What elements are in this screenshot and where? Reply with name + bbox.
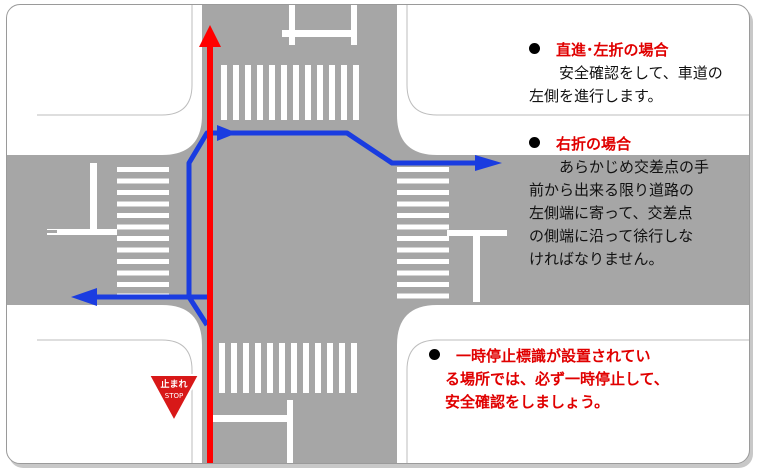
crosswalk-stripe — [397, 224, 449, 230]
crosswalk-stripe — [397, 178, 449, 184]
stop-sign-latin: STOP — [165, 392, 183, 400]
crosswalk-stripe — [219, 343, 225, 393]
crosswalk-stripe — [279, 343, 285, 393]
note-straight-left: 直進･左折の場合 安全確認をして、車道の 左側を進行します。 — [529, 39, 723, 108]
bullet-icon — [429, 349, 440, 360]
note-right-turn-line5: ければなりません。 — [529, 250, 664, 268]
crosswalk-stripe — [117, 224, 169, 230]
crosswalk-stripe — [327, 343, 333, 393]
note-stop-sign: 一時停止標識が設置されてい る場所では、必ず一時停止して、 安全確認をしましょう… — [429, 345, 669, 414]
stop-line-north — [282, 30, 357, 37]
crosswalk-stripe — [117, 247, 169, 253]
crosswalk-stripe — [397, 293, 449, 299]
crosswalk-stripe — [315, 343, 321, 393]
intersection-diagram: 止まれ STOP — [7, 5, 749, 463]
crosswalk-stripe — [397, 259, 449, 264]
stop-line-east — [473, 230, 480, 302]
crosswalk-stripe — [397, 270, 449, 276]
crosswalk-stripe — [397, 167, 449, 172]
note-stop-line1: 一時停止標識が設置されてい — [456, 347, 651, 365]
crosswalk-stripe — [117, 270, 169, 276]
crosswalk-stripe — [341, 65, 347, 120]
crosswalk-stripe — [303, 343, 309, 393]
crosswalk-stripe — [291, 343, 297, 393]
left-turn-arrowhead — [71, 288, 97, 306]
diagram-frame: 止まれ STOP 直進･左折の場合 安全確認をして、車道の 左側を進行します。 … — [6, 4, 750, 464]
crosswalk-stripe — [245, 65, 251, 120]
stop-sign-kanji: 止まれ — [160, 378, 187, 390]
crosswalk-stripe — [255, 343, 261, 393]
crosswalk-stripe — [221, 65, 227, 120]
note-stop-line2: る場所では、必ず一時停止して、 — [445, 370, 669, 388]
crosswalk-stripe — [397, 247, 449, 253]
crosswalk-stripe — [117, 259, 169, 264]
note-straight-left-line1: 安全確認をして、車道の — [559, 64, 723, 82]
crosswalk-stripe — [243, 343, 249, 393]
crosswalk-stripe — [233, 65, 239, 120]
crosswalk-stripe — [269, 65, 275, 120]
stop-line-west — [90, 163, 97, 235]
note-right-turn-title: 右折の場合 — [556, 135, 632, 153]
crosswalk-stripe — [267, 343, 273, 393]
note-straight-left-title: 直進･左折の場合 — [556, 41, 669, 59]
crosswalk-stripe — [117, 213, 169, 218]
crosswalk-stripe — [351, 343, 357, 393]
crosswalk-stripe — [117, 190, 169, 195]
crosswalk-stripe — [397, 236, 449, 241]
crosswalk-stripe — [305, 65, 311, 120]
note-right-turn-line4: の側端に沿って徐行しな — [529, 227, 694, 245]
crosswalk-south — [219, 343, 357, 393]
crosswalk-stripe — [117, 167, 169, 172]
crosswalk-north — [221, 65, 359, 120]
stop-sign: 止まれ STOP — [147, 374, 201, 424]
stop-line-south — [212, 415, 292, 422]
crosswalk-stripe — [231, 343, 237, 393]
crosswalk-stripe — [353, 65, 359, 120]
crosswalk-stripe — [117, 236, 169, 241]
crosswalk-stripe — [281, 65, 287, 120]
note-right-turn-line2: 前から出来る限り道路の — [529, 181, 695, 199]
note-right-turn-line1: あらかじめ交差点の手 — [559, 158, 710, 176]
crosswalk-stripe — [397, 201, 449, 207]
crosswalk-stripe — [117, 282, 169, 287]
crosswalk-stripe — [397, 190, 449, 195]
note-right-turn-line3: 左側端に寄って、交差点 — [529, 204, 693, 222]
right-turn-arrowhead — [475, 155, 502, 171]
crosswalk-stripe — [397, 282, 449, 287]
bullet-icon — [529, 137, 540, 148]
crosswalk-stripe — [117, 178, 169, 184]
note-stop-line3: 安全確認をしましょう。 — [445, 393, 610, 411]
bullet-icon — [529, 43, 540, 54]
straight-arrowhead — [199, 25, 221, 47]
crosswalk-stripe — [339, 343, 345, 393]
crosswalk-stripe — [117, 201, 169, 207]
crosswalk-stripe — [329, 65, 335, 120]
crosswalk-stripe — [397, 213, 449, 218]
crosswalk-east — [397, 167, 449, 299]
note-right-turn: 右折の場合 あらかじめ交差点の手 前から出来る限り道路の 左側端に寄って、交差点… — [529, 133, 709, 271]
crosswalk-stripe — [317, 65, 323, 120]
crosswalk-stripe — [257, 65, 263, 120]
note-straight-left-line2: 左側を進行します。 — [529, 87, 663, 105]
crosswalk-stripe — [293, 65, 299, 120]
